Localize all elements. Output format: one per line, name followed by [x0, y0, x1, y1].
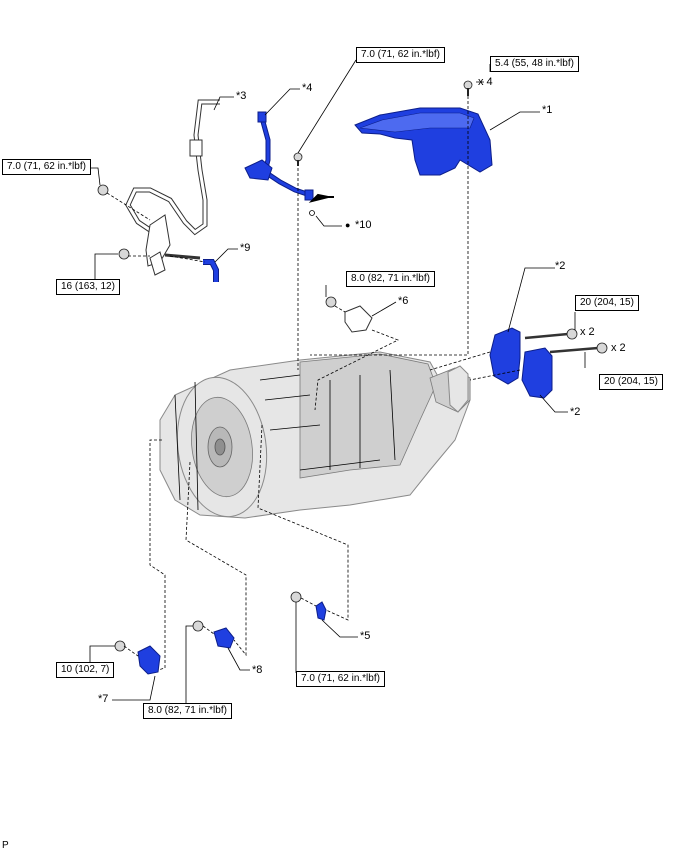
page-mark: P [2, 840, 9, 851]
part-2-bracket-lower [521, 347, 553, 399]
callout-8: *8 [252, 664, 263, 676]
callout-10: *10 [355, 219, 372, 231]
part-5-clamp [315, 601, 327, 621]
part-3-tube [125, 99, 220, 276]
part-1-insulator [354, 107, 493, 176]
callout-2: *2 [570, 406, 581, 418]
part-2-bracket-upper [489, 327, 521, 385]
quantity-label: x 4 [478, 76, 493, 88]
torque-spec-box: 5.4 (55, 48 in.*lbf) [490, 56, 579, 72]
leader-lines [70, 59, 586, 703]
part-9-hose [203, 259, 219, 282]
torque-spec-box: 20 (204, 15) [599, 374, 663, 390]
callout-6: *6 [398, 295, 409, 307]
bolt-icon [97, 80, 608, 652]
callout-5: *5 [360, 630, 371, 642]
transmission-assembly [159, 351, 471, 519]
torque-spec-box: 7.0 (71, 62 in.*lbf) [2, 159, 91, 175]
callout-2: *2 [555, 260, 566, 272]
quantity-label: x 2 [611, 342, 626, 354]
callout-7: *7 [98, 693, 109, 705]
torque-spec-box: 8.0 (82, 71 in.*lbf) [346, 271, 435, 287]
torque-spec-box: 8.0 (82, 71 in.*lbf) [143, 703, 232, 719]
torque-spec-box: 20 (204, 15) [575, 295, 639, 311]
torque-spec-box: 10 (102, 7) [56, 662, 115, 678]
callout-1: *1 [542, 104, 553, 116]
callout-9: *9 [240, 242, 251, 254]
callout-3: *3 [236, 90, 247, 102]
part-7-clamp [137, 645, 161, 675]
quantity-label: x 2 [580, 326, 595, 338]
torque-spec-box: 7.0 (71, 62 in.*lbf) [296, 671, 385, 687]
torque-spec-box: 16 (163, 12) [56, 279, 120, 295]
callout-4: *4 [302, 82, 313, 94]
alignment-lines [106, 96, 521, 671]
torque-spec-box: 7.0 (71, 62 in.*lbf) [356, 47, 445, 63]
o-ring [309, 210, 315, 216]
part-6-bracket [344, 305, 373, 333]
arrow-icon [308, 193, 334, 203]
part-4-tube [244, 111, 314, 201]
part-8-clamp [213, 627, 235, 649]
bullet-icon: ● [345, 220, 351, 230]
